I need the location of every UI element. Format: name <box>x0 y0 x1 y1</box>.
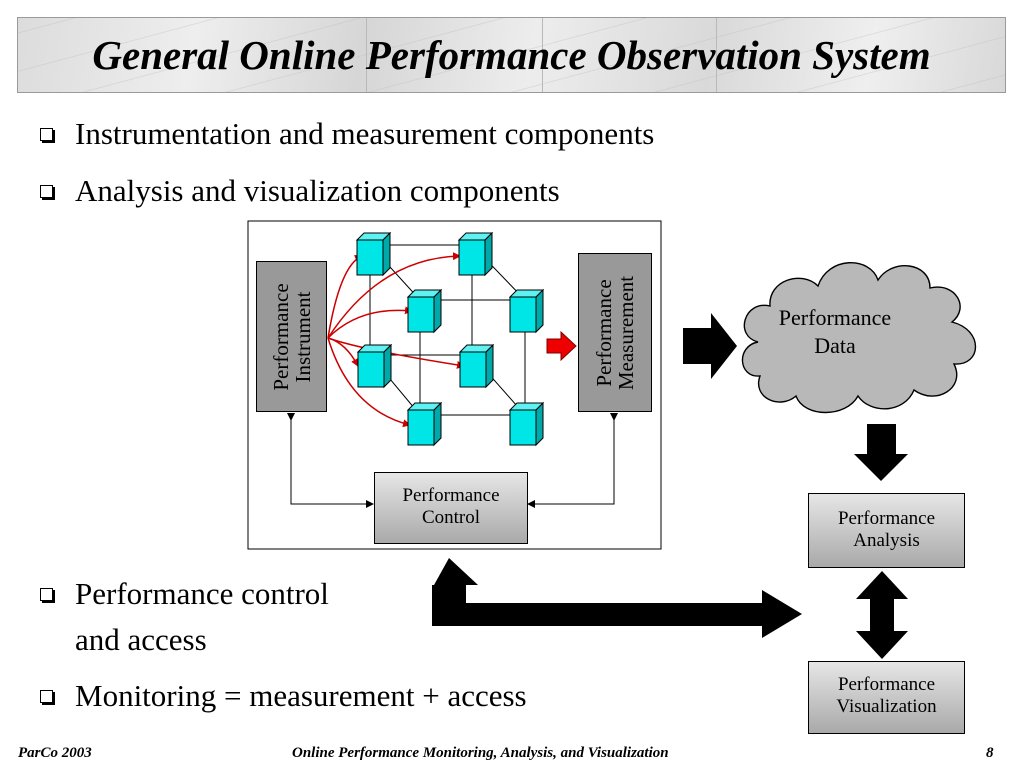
cube-icon <box>406 401 443 447</box>
red-flow-arrow <box>546 330 577 362</box>
cube-icon <box>508 288 545 334</box>
bullet-text: Analysis and visualization components <box>75 173 560 208</box>
title-divider <box>542 18 543 92</box>
up-down-arrow-icon <box>856 571 908 659</box>
performance-data-label: Performance Data <box>778 305 892 358</box>
performance-control-box: Performance Control <box>374 472 528 544</box>
right-arrow-icon <box>683 313 737 379</box>
down-arrow-icon <box>854 424 908 481</box>
bullet-box-icon <box>40 128 53 141</box>
footer-center: Online Performance Monitoring, Analysis,… <box>292 745 669 761</box>
control-access-arrow-icon <box>432 558 802 638</box>
cube-icon <box>458 343 495 389</box>
footer-left: ParCo 2003 <box>18 745 92 761</box>
performance-instrument-label: Performance Instrument <box>268 282 315 391</box>
title-divider <box>716 18 717 92</box>
cube-icon <box>356 343 393 389</box>
cube-icon <box>508 401 545 447</box>
marble-texture <box>18 18 1005 92</box>
title-divider <box>366 18 367 92</box>
bullet-text: and access <box>75 622 207 657</box>
performance-analysis-box: Performance Analysis <box>808 493 965 568</box>
page-number: 8 <box>986 745 994 761</box>
performance-visualization-box: Performance Visualization <box>808 661 965 734</box>
bullet-box-icon <box>40 588 53 601</box>
performance-measurement-box: Performance Measurement <box>578 253 652 412</box>
title-bar: General Online Performance Observation S… <box>17 17 1006 93</box>
bullet-box-icon <box>40 185 53 198</box>
bullet-text: Instrumentation and measurement componen… <box>75 116 655 151</box>
performance-data-cloud <box>741 262 977 414</box>
measurement-control-connector <box>527 413 618 508</box>
bullet-text: Performance control <box>75 576 329 611</box>
cube-icon <box>355 231 392 277</box>
bullet-box-icon <box>40 690 53 703</box>
performance-instrument-box: Performance Instrument <box>256 261 327 412</box>
instrument-control-connector <box>287 413 374 508</box>
cube-icon <box>406 288 443 334</box>
cube-icon <box>457 231 494 277</box>
bullet-text: Monitoring = measurement + access <box>75 678 527 713</box>
slide-title: General Online Performance Observation S… <box>92 32 931 78</box>
performance-measurement-label: Performance Measurement <box>592 275 638 390</box>
